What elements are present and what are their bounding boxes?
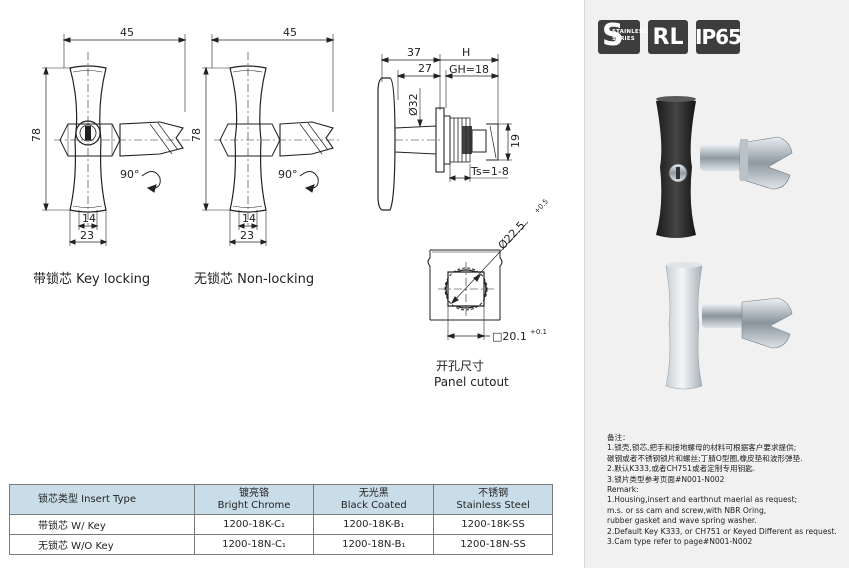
- table-cell: 1200-18K-B₁: [313, 514, 435, 535]
- ip65-badge: IP65: [695, 20, 742, 54]
- product-panel: [585, 0, 849, 568]
- table-cell: 1200-18N-C₁: [193, 534, 315, 555]
- dim-height-non: 78: [190, 128, 203, 142]
- dim-h: H: [462, 46, 470, 59]
- table-cell: 1200-18K-C₁: [193, 514, 315, 535]
- note-line: 碳钢或者不锈钢锁片和螺丝;丁腈O型圈,橡皮垫和波形弹垫.: [607, 453, 803, 463]
- dim-cutout-square-tol: +0.1: [530, 328, 547, 336]
- panel-divider: [584, 0, 585, 568]
- table-cell: 1200-18K-SS: [433, 514, 553, 535]
- non-locking-view: [202, 34, 340, 246]
- caption-key-locking: 带锁芯 Key locking: [33, 272, 151, 287]
- caption-cutout-en: Panel cutout: [434, 375, 509, 389]
- table-cell: 带锁芯 W/ Key: [9, 514, 195, 535]
- product-photo-chrome: [665, 262, 793, 390]
- table-cell: 1200-18N-SS: [433, 534, 553, 555]
- badge-ss-line1: STAINLESS: [612, 29, 647, 35]
- product-photo-black-key: [656, 96, 793, 238]
- note-line: 1.Housing,insert and earthnut maerial as…: [607, 495, 798, 505]
- dim-dia-32: Ø32: [407, 93, 420, 116]
- certification-badges: S STAINLESS SERIES RL IP65: [598, 18, 742, 56]
- dim-outer-key: 23: [80, 229, 94, 242]
- caption-cutout-cn: 开孔尺寸: [436, 359, 485, 373]
- dim-cutout-square: □20.1: [492, 330, 527, 343]
- dim-19: 19: [509, 134, 522, 148]
- dim-ts: Ts=1-8: [470, 165, 509, 178]
- caption-non-locking: 无锁芯 Non-locking: [194, 272, 315, 287]
- key-locking-view: [42, 34, 190, 246]
- note-line: 3.Cam type refer to page#N001-N002: [607, 537, 753, 547]
- stainless-series-badge: S STAINLESS SERIES: [598, 18, 647, 54]
- technical-drawings: 45 78 14 23 90° 45 78 14 23 90° 37 27 H …: [30, 26, 550, 343]
- dim-height-key: 78: [30, 128, 43, 142]
- dim-inner-key: 14: [82, 212, 96, 225]
- note-line: 2.默认K333,或者CH751或者定制专用钥匙.: [607, 464, 756, 474]
- dim-gh: GH=18: [449, 63, 489, 76]
- drawing-area: [0, 0, 585, 568]
- badge-ss-letter: S: [602, 18, 624, 53]
- side-view: [377, 54, 512, 211]
- dim-cutout-dia-tol: +0.5: [533, 197, 550, 215]
- table-row: 无锁芯 W/O Key 1200-18N-C₁ 1200-18N-B₁ 1200…: [9, 534, 553, 555]
- header-insert-type: 锁芯类型 Insert Type: [9, 484, 195, 515]
- dim-37: 37: [407, 46, 421, 59]
- note-line: m.s. or ss cam and screw,with NBR Oring,: [607, 505, 767, 515]
- dim-width-non: 45: [283, 26, 297, 39]
- note-line: 3.锁片类型参考页面#N001-N002: [607, 474, 725, 484]
- panel-cutout-view: [427, 221, 529, 340]
- table-cell: 1200-18N-B₁: [313, 534, 435, 555]
- dim-outer-non: 23: [240, 229, 254, 242]
- rl-badge: RL: [648, 20, 688, 54]
- rotation-non: 90°: [278, 168, 298, 181]
- dim-width-key: 45: [120, 26, 134, 39]
- dim-inner-non: 14: [242, 212, 256, 225]
- note-line: 1.锁壳,锁芯,把手和接地螺母的材料可根据客户要求提供;: [607, 443, 797, 453]
- product-notes: 备注： 1.锁壳,锁芯,把手和接地螺母的材料可根据客户要求提供; 碳钢或者不锈钢…: [607, 433, 847, 547]
- badge-ss-line2: SERIES: [612, 36, 635, 42]
- note-line: rubber gasket and wave spring washer.: [607, 516, 757, 526]
- note-line: 备注：: [607, 433, 630, 442]
- table-row: 带锁芯 W/ Key 1200-18K-C₁ 1200-18K-B₁ 1200-…: [9, 514, 553, 535]
- dim-27: 27: [418, 62, 432, 75]
- rotation-key: 90°: [120, 168, 140, 181]
- note-line: 2.Default Key K333, or CH751 or Keyed Di…: [607, 526, 837, 536]
- dim-cutout-dia: Ø22.5: [496, 219, 528, 252]
- table-cell: 无锁芯 W/O Key: [9, 534, 195, 555]
- note-line: Remark:: [607, 485, 639, 495]
